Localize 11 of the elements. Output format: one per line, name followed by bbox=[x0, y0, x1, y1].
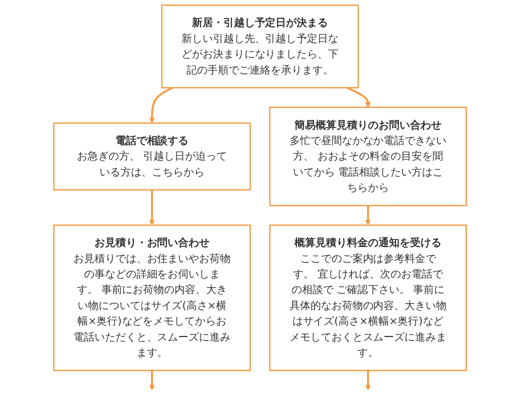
arrow bbox=[365, 370, 371, 390]
node-box: 簡易概算見積りのお問い合わせ 多忙で昼間なかなか電話できない方、 おおよその料金の目安を聞いてから 電話相談したい方はこちらから bbox=[269, 106, 467, 206]
node-box: 概算見積り料金の通知を受ける ここでのご案内は参考料金です。 宜しければ、次のお電話での相談で ご確認下さい。 事前に具体的なお荷物の内容、大きい物はサイズ(高さ×横幅×奥行)などメモしておくとスムーズに進みます。 bbox=[269, 224, 467, 372]
node-box: 電話で相談する お急ぎの方、 引越し日が迫っている方は、こちらから bbox=[53, 122, 251, 190]
node-box: 新居・引越し予定日が決まる 新しい引越し先、引越し予定日などがお決まりになりましたら、下記の手順でご連絡を承ります。 bbox=[161, 4, 359, 88]
arrow bbox=[149, 370, 155, 390]
node-box: お見積り・お問い合わせ お見積りでは、お住まいやお荷物の事などの詳細をお伺いします。 事前にお荷物の内容、大きい物についてはサイズ(高さ×横幅×奥行)などをメモしてからお電話いただくと、スムーズに進みます。 bbox=[53, 224, 251, 372]
arrow bbox=[149, 86, 174, 124]
arrow bbox=[149, 190, 155, 226]
arrow bbox=[365, 206, 371, 226]
arrow bbox=[346, 86, 371, 108]
